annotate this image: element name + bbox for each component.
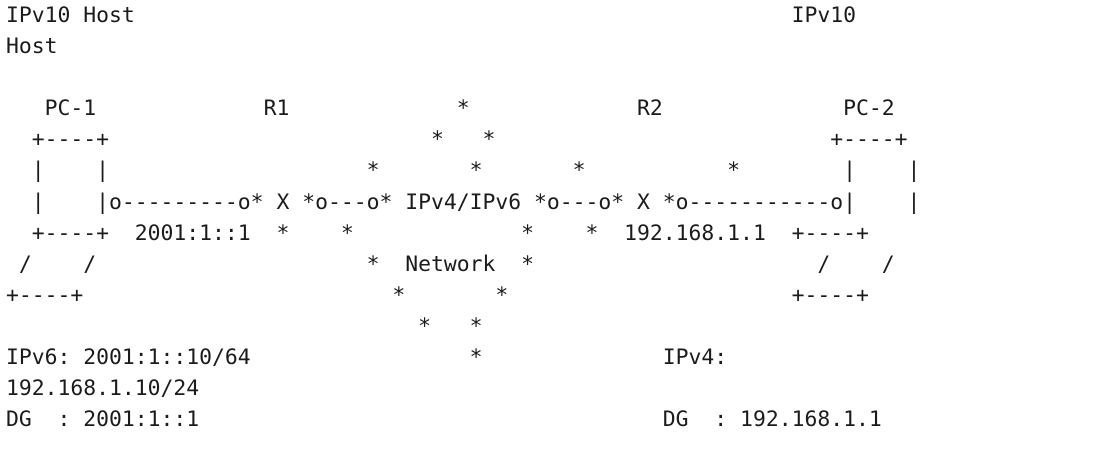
diagram-line-pc-base-network: / / * Network * / / (6, 251, 895, 277)
diagram-line-host-label-wrap: Host (6, 34, 58, 60)
diagram-line-box-top: +----+ * * +----+ (6, 127, 908, 153)
diagram-line-box-bottom-addresses: +----+ 2001:1::1 * * * * 192.168.1.1 +--… (6, 220, 869, 246)
network-topology-diagram: IPv10 Host IPv10 Host PC-1 R1 * R2 PC-2 … (6, 0, 1110, 435)
diagram-line-pc-base-bottom: +----+ * * +----+ (6, 282, 869, 308)
diagram-line-blank (6, 62, 1110, 93)
diagram-line-host-labels: IPv10 Host IPv10 (6, 3, 856, 28)
diagram-line-ip-config-wrap: 192.168.1.10/24 (6, 376, 200, 402)
diagram-line-ip-config: IPv6: 2001:1::10/64 * IPv4: (6, 345, 728, 371)
diagram-line-default-gateways: DG : 2001:1::1 DG : 192.168.1.1 (6, 407, 882, 433)
diagram-line-node-names: PC-1 R1 * R2 PC-2 (6, 96, 895, 122)
diagram-line-cloud-bottom: * * (6, 313, 483, 339)
diagram-line-links: | |o---------o* X *o---o* IPv4/IPv6 *o--… (6, 189, 921, 215)
diagram-line-box-side: | | * * * * | | (6, 158, 921, 184)
